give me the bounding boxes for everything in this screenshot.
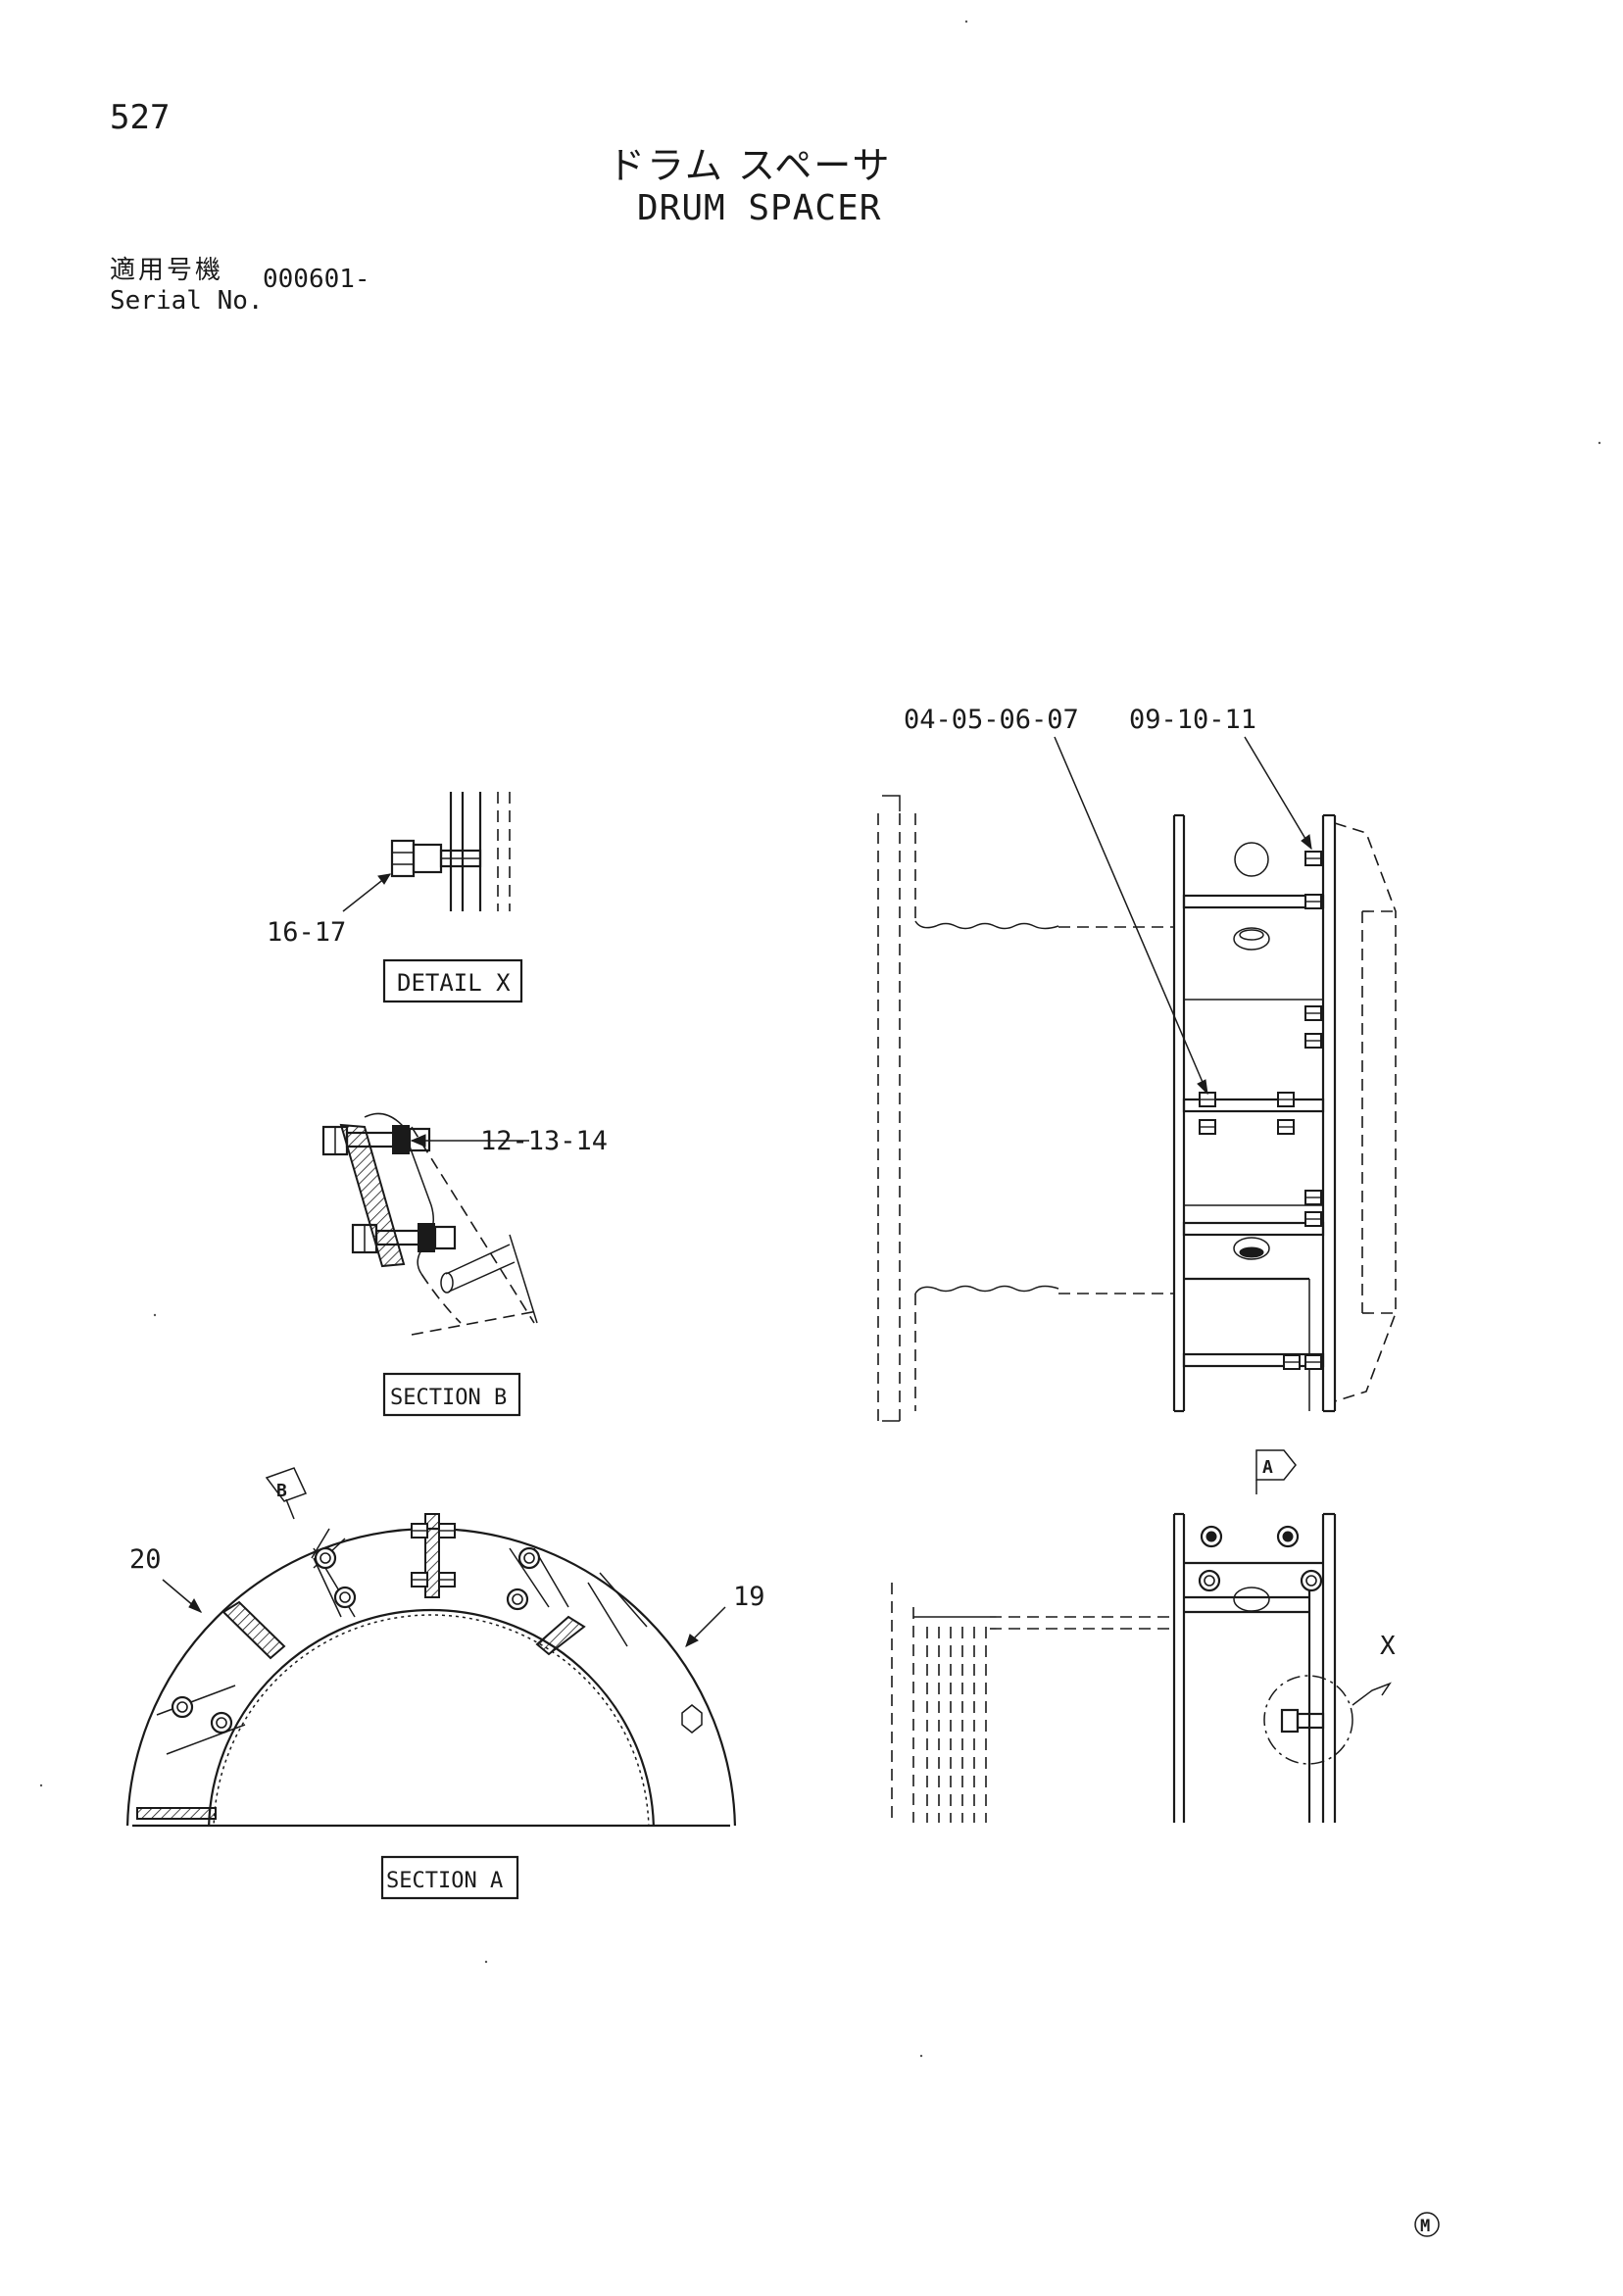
detail-x-view xyxy=(390,792,511,911)
section-b-view xyxy=(321,1112,538,1336)
callout-19-label: 19 xyxy=(733,1582,765,1612)
view-arrow-b: B xyxy=(265,1467,308,1520)
section-b-label-box: SECTION B xyxy=(382,1372,521,1417)
view-arrow-b-label: B xyxy=(276,1481,287,1501)
detail-x-label-box: DETAIL X xyxy=(382,958,523,1003)
callout-12-13-14-label: 12-13-14 xyxy=(480,1126,608,1156)
section-a-label-box: SECTION A xyxy=(380,1855,519,1900)
lower-side-view xyxy=(891,1512,1392,1823)
page-number: 527 xyxy=(110,98,171,137)
m-mark-label: M xyxy=(1420,2217,1430,2236)
callout-09-10-11: 09-10-11 xyxy=(1129,705,1312,851)
detail-x-label: DETAIL X xyxy=(397,969,511,997)
title-english: DRUM SPACER xyxy=(637,188,882,228)
callout-19: 19 xyxy=(685,1582,765,1647)
serial-number-value: 000601- xyxy=(263,265,370,294)
callout-04-05-06-07: 04-05-06-07 xyxy=(904,705,1208,1096)
callout-20-label: 20 xyxy=(129,1544,162,1575)
m-mark: M xyxy=(1414,2212,1440,2237)
view-arrow-a: A xyxy=(1255,1449,1297,1494)
section-b-label: SECTION B xyxy=(390,1386,507,1410)
callout-12-13-14: 12-13-14 xyxy=(410,1126,608,1156)
main-side-view xyxy=(877,795,1397,1422)
callout-x: X xyxy=(1380,1632,1396,1661)
serial-label-japanese: 適用号機 xyxy=(110,256,224,285)
title-japanese: ドラム スペーサ xyxy=(608,144,892,187)
callout-16-17-label: 16-17 xyxy=(267,917,346,948)
callout-x-label: X xyxy=(1380,1632,1396,1661)
callout-20: 20 xyxy=(129,1544,203,1614)
callout-04-05-06-07-label: 04-05-06-07 xyxy=(904,705,1079,735)
view-arrow-a-label: A xyxy=(1262,1457,1273,1478)
callout-16-17: 16-17 xyxy=(267,873,391,948)
section-a-label: SECTION A xyxy=(386,1869,503,1893)
callout-09-10-11-label: 09-10-11 xyxy=(1129,705,1256,735)
serial-label-english: Serial No. xyxy=(110,286,264,316)
section-a-view xyxy=(125,1513,737,1828)
